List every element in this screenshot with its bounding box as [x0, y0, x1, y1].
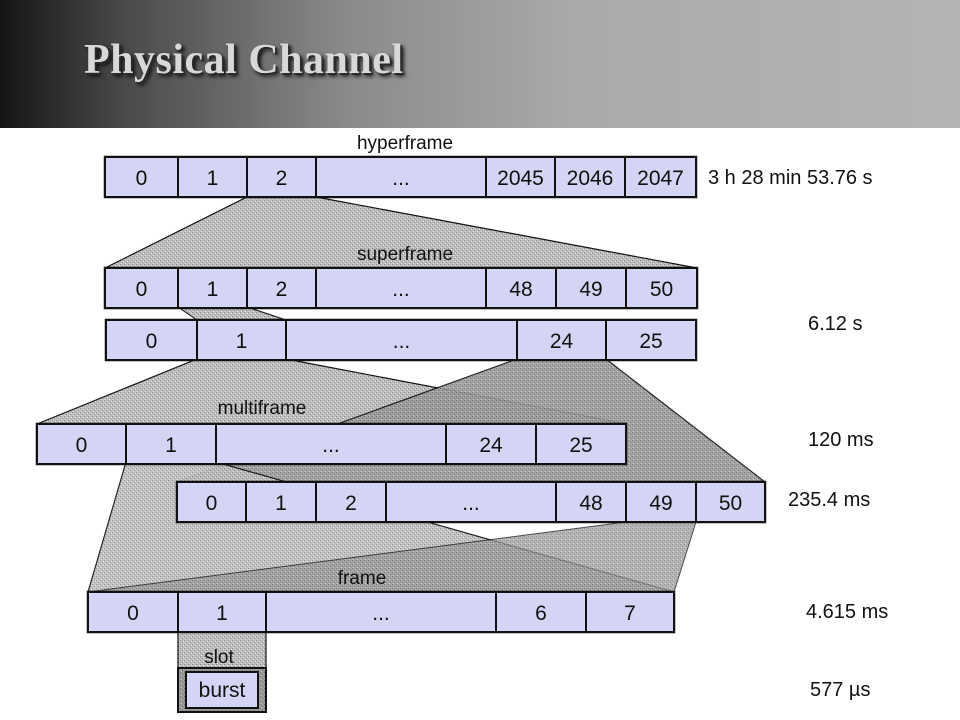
cell-label: 2	[345, 492, 357, 515]
multiframe-a-cell: 0	[36, 423, 127, 465]
cell-label: 1	[207, 167, 219, 190]
cell-label: 2047	[637, 167, 684, 190]
cell-label: 1	[275, 492, 287, 515]
label-frame: frame	[338, 568, 387, 589]
cell-label: 24	[479, 434, 503, 457]
cell-label: 6	[535, 602, 547, 625]
duration-frame: 4.615 ms	[806, 601, 888, 623]
slot-box: burst	[177, 667, 267, 713]
label-superframe: superframe	[357, 244, 453, 265]
superframe-row-a: 0 1 2 ... 48 49 50	[103, 266, 699, 310]
multiframe-b-cell: 2	[315, 481, 387, 523]
hyperframe-cell: 2	[246, 156, 317, 198]
cell-label: 48	[579, 492, 602, 515]
hyperframe-cell: 1	[177, 156, 248, 198]
superframe-cell: 2	[246, 267, 317, 309]
cell-label: 0	[146, 330, 158, 353]
cell-label: 49	[649, 492, 672, 515]
multiframe-b-cell: 0	[176, 481, 247, 523]
cell-label: 2	[276, 278, 288, 301]
cell-label: 7	[624, 602, 636, 625]
duration-slot: 577 µs	[810, 679, 870, 701]
cell-label: 0	[76, 434, 88, 457]
hyperframe-cell: ...	[315, 156, 487, 198]
frame-cell: 0	[87, 591, 179, 633]
label-hyperframe: hyperframe	[357, 133, 453, 154]
cell-label: ...	[322, 434, 340, 457]
frame-cell: 6	[495, 591, 587, 633]
burst-label: burst	[199, 679, 246, 702]
cell-label: 2	[276, 167, 288, 190]
multiframe-b-cell: ...	[385, 481, 557, 523]
cell-label: 50	[650, 278, 673, 301]
hyperframe-cell: 2045	[485, 156, 556, 198]
cell-label: 0	[127, 602, 139, 625]
cell-label: 0	[136, 167, 148, 190]
superframe-cell: 48	[485, 267, 557, 309]
superframe-cell: 49	[555, 267, 627, 309]
title-bar: Physical Channel	[0, 0, 960, 128]
hyperframe-cell: 2047	[624, 156, 697, 198]
cell-label: 25	[569, 434, 592, 457]
cell-label: ...	[393, 330, 411, 353]
duration-superframe: 6.12 s	[808, 313, 862, 335]
cell-label: 2045	[497, 167, 544, 190]
cell-label: ...	[372, 602, 390, 625]
duration-multiframe-b: 235.4 ms	[788, 489, 870, 511]
cell-label: 1	[216, 602, 228, 625]
label-multiframe: multiframe	[218, 398, 307, 419]
superframe-cell: 0	[104, 267, 179, 309]
multiframe-row-a: 0 1 ... 24 25	[35, 422, 628, 466]
superframe-b-cell: 25	[605, 319, 697, 361]
cell-label: ...	[392, 278, 410, 301]
frame-cell: 7	[585, 591, 675, 633]
multiframe-b-cell: 50	[695, 481, 766, 523]
burst-box	[185, 671, 259, 709]
frame-cell: 1	[177, 591, 267, 633]
multiframe-a-cell: ...	[215, 423, 447, 465]
cell-label: 48	[509, 278, 532, 301]
multiframe-a-cell: 25	[535, 423, 627, 465]
multiframe-b-cell: 1	[245, 481, 317, 523]
multiframe-b-cell: 49	[625, 481, 697, 523]
cell-label: 0	[136, 278, 148, 301]
cell-label: 24	[550, 330, 574, 353]
cell-label: ...	[462, 492, 480, 515]
label-slot: slot	[204, 647, 234, 668]
cell-label: ...	[392, 167, 410, 190]
page-title: Physical Channel	[84, 37, 404, 83]
multiframe-b-cell: 48	[555, 481, 627, 523]
duration-hyperframe: 3 h 28 min 53.76 s	[708, 167, 873, 189]
superframe-cell: ...	[315, 267, 487, 309]
superframe-b-cell: 24	[516, 319, 607, 361]
superframe-b-cell: 1	[196, 319, 287, 361]
cell-label: 2046	[567, 167, 614, 190]
superframe-b-cell: 0	[105, 319, 198, 361]
hyperframe-cell: 0	[104, 156, 179, 198]
cell-label: 1	[236, 330, 248, 353]
superframe-b-cell: ...	[285, 319, 518, 361]
multiframe-a-cell: 24	[445, 423, 537, 465]
cell-label: 1	[207, 278, 219, 301]
multiframe-a-cell: 1	[125, 423, 217, 465]
cell-label: 1	[165, 434, 177, 457]
duration-multiframe-a: 120 ms	[808, 429, 874, 451]
multiframe-row-b: 0 1 2 ... 48 49 50	[175, 480, 767, 524]
cell-label: 50	[719, 492, 742, 515]
hyperframe-row: 0 1 2 ... 2045 2046 2047	[103, 155, 698, 199]
superframe-cell: 50	[625, 267, 698, 309]
superframe-cell: 1	[177, 267, 248, 309]
cell-label: 25	[639, 330, 662, 353]
hyperframe-cell: 2046	[554, 156, 626, 198]
cell-label: 0	[206, 492, 218, 515]
frame-row: 0 1 ... 6 7	[86, 590, 676, 634]
frame-cell: ...	[265, 591, 497, 633]
superframe-row-b: 0 1 ... 24 25	[104, 318, 698, 362]
cell-label: 49	[579, 278, 602, 301]
